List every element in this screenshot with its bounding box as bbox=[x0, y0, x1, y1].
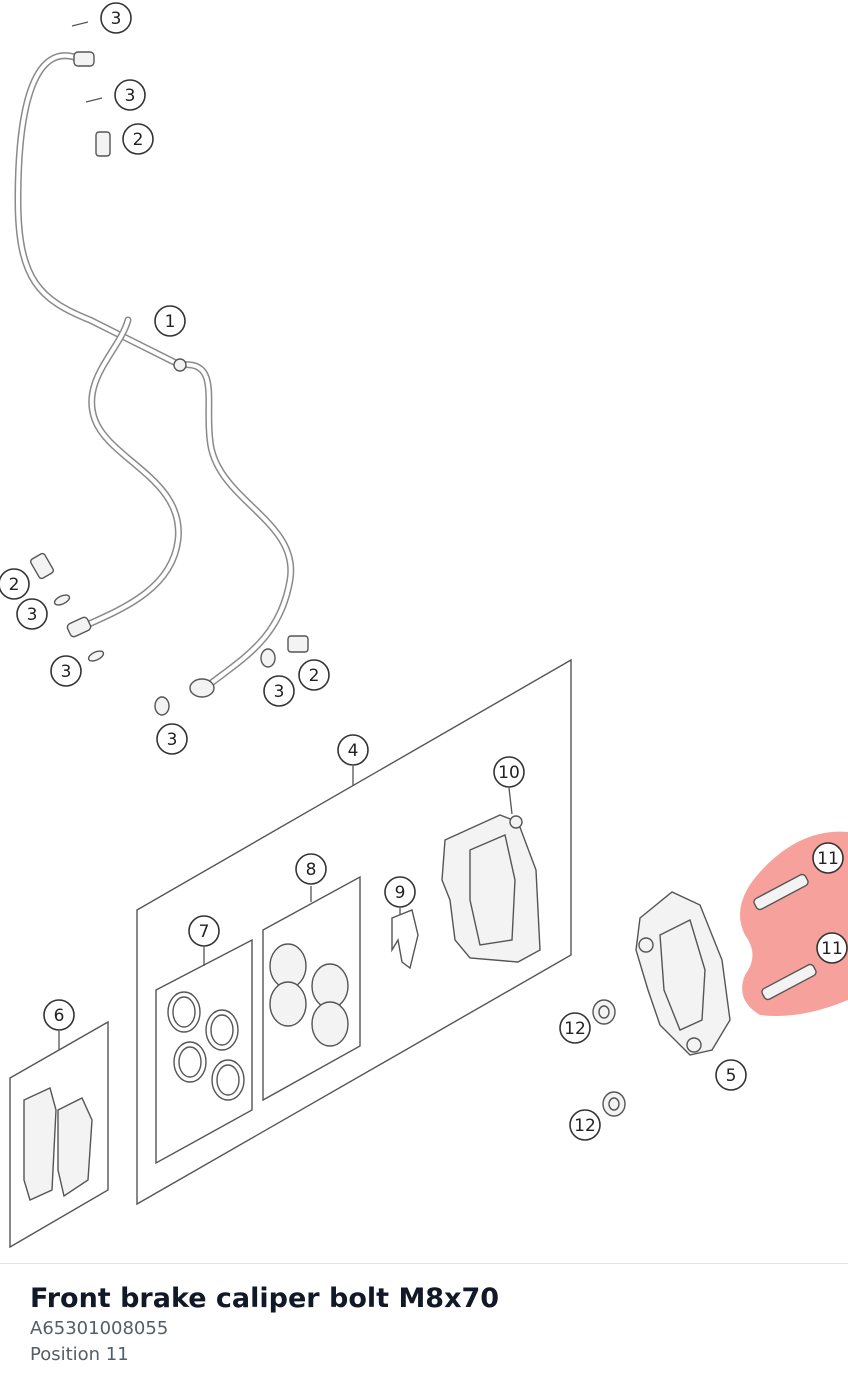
callout-label: 12 bbox=[574, 1116, 596, 1136]
brake-hose-1 bbox=[14, 51, 295, 698]
callout-label: 1 bbox=[165, 312, 176, 332]
callout-label: 11 bbox=[817, 849, 839, 869]
callout-3[interactable]: 3 bbox=[156, 723, 188, 755]
pad-spring bbox=[391, 909, 419, 970]
callout-2[interactable]: 2 bbox=[0, 568, 30, 600]
callout-3[interactable]: 3 bbox=[114, 79, 146, 111]
callout-label: 6 bbox=[54, 1006, 65, 1026]
callout-label: 10 bbox=[498, 763, 520, 783]
piston-seals bbox=[167, 991, 245, 1101]
callout-label: 12 bbox=[564, 1019, 586, 1039]
callout-label: 3 bbox=[125, 86, 136, 106]
callout-9[interactable]: 9 bbox=[384, 876, 416, 908]
callout-label: 3 bbox=[274, 682, 285, 702]
callout-label: 11 bbox=[821, 939, 843, 959]
washers-and-bolts bbox=[29, 21, 309, 716]
callout-label: 3 bbox=[61, 662, 72, 682]
callout-3[interactable]: 3 bbox=[100, 2, 132, 34]
callout-label: 2 bbox=[133, 130, 144, 150]
part-name: Front brake caliper bolt M8x70 bbox=[30, 1283, 500, 1314]
callout-3[interactable]: 3 bbox=[263, 675, 295, 707]
brake-pads bbox=[23, 1087, 93, 1201]
callout-5[interactable]: 5 bbox=[715, 1059, 747, 1091]
callout-label: 8 bbox=[306, 860, 317, 880]
callout-3[interactable]: 3 bbox=[50, 655, 82, 687]
caliper-housing bbox=[441, 814, 541, 963]
callout-8[interactable]: 8 bbox=[295, 853, 327, 885]
callout-2[interactable]: 2 bbox=[122, 123, 154, 155]
callout-6[interactable]: 6 bbox=[43, 999, 75, 1031]
callout-label: 3 bbox=[167, 730, 178, 750]
callout-2[interactable]: 2 bbox=[298, 659, 330, 691]
part-position: Position 11 bbox=[30, 1344, 129, 1365]
callout-label: 2 bbox=[309, 666, 320, 686]
callout-7[interactable]: 7 bbox=[188, 915, 220, 947]
caliper-bolts bbox=[753, 873, 817, 1001]
kit-frame-7 bbox=[155, 938, 253, 1165]
callout-label: 7 bbox=[199, 922, 210, 942]
pistons bbox=[269, 943, 349, 1047]
callout-label: 5 bbox=[726, 1066, 737, 1086]
callout-label: 3 bbox=[27, 605, 38, 625]
callout-3[interactable]: 3 bbox=[16, 598, 48, 630]
caliper-assembly bbox=[635, 891, 731, 1056]
selected-part-highlight bbox=[740, 831, 848, 1016]
callout-label: 3 bbox=[111, 9, 122, 29]
kit-frame-4 bbox=[136, 658, 572, 1206]
callout-12[interactable]: 12 bbox=[569, 1109, 601, 1141]
callout-label: 9 bbox=[395, 883, 406, 903]
callout-label: 4 bbox=[348, 741, 359, 761]
bushings bbox=[592, 999, 626, 1117]
callout-4[interactable]: 4 bbox=[337, 734, 369, 766]
kit-frame-8 bbox=[262, 875, 361, 1102]
callout-1[interactable]: 1 bbox=[154, 305, 186, 337]
callout-11[interactable]: 11 bbox=[816, 932, 848, 964]
callout-12[interactable]: 12 bbox=[559, 1012, 591, 1044]
part-info-panel: Front brake caliper bolt M8x70 A65301008… bbox=[0, 1263, 848, 1390]
part-number: A65301008055 bbox=[30, 1318, 169, 1339]
kit-frame-6 bbox=[9, 1020, 109, 1249]
callout-10[interactable]: 10 bbox=[493, 756, 525, 788]
callout-label: 2 bbox=[9, 575, 20, 595]
callout-11[interactable]: 11 bbox=[812, 842, 844, 874]
